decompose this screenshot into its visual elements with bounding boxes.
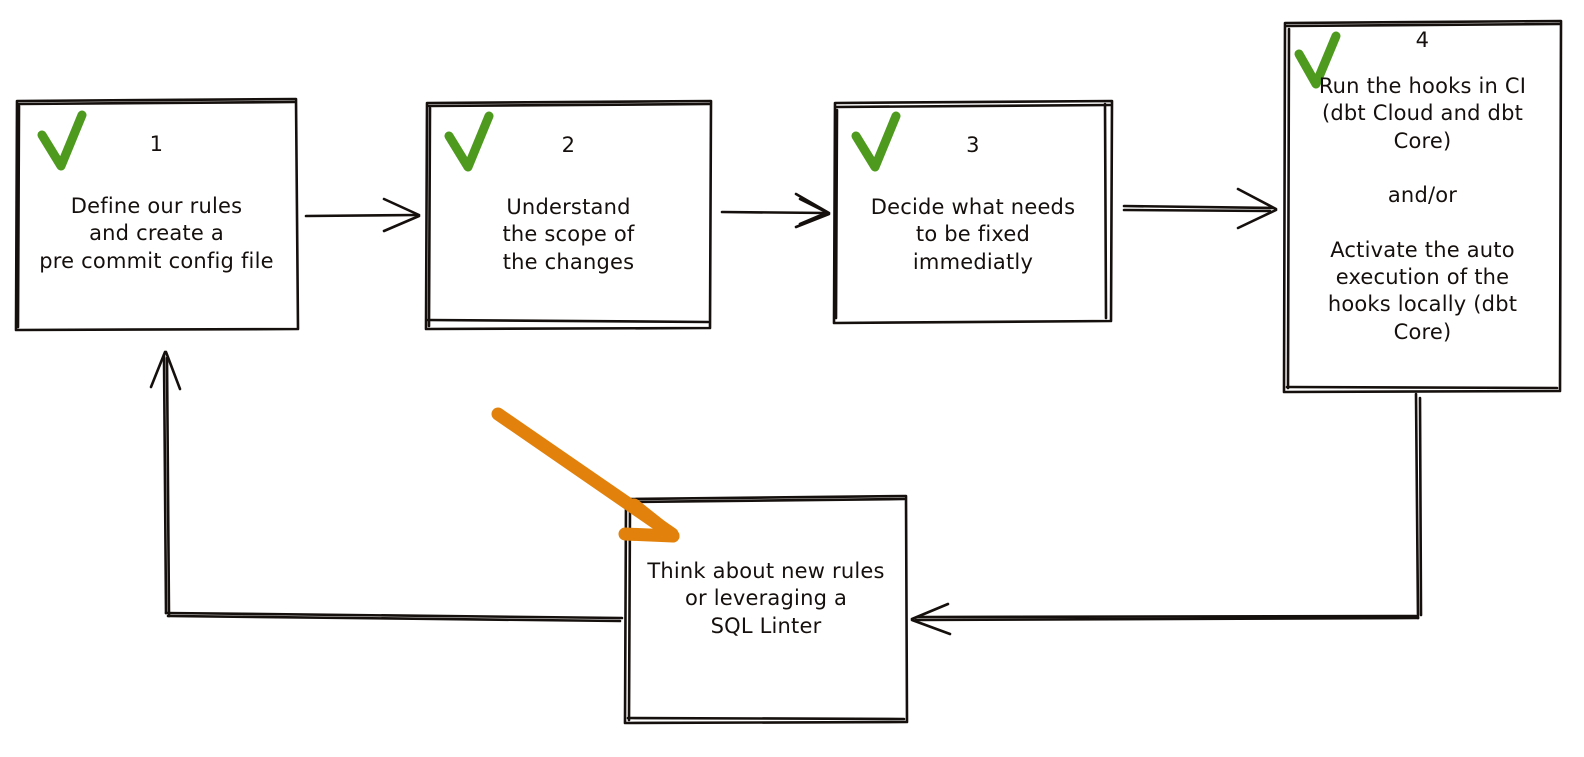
node-text: Understand the scope of the changes xyxy=(502,195,635,274)
node-new-rules-sql-linter[interactable]: Think about new rules or leveraging a SQ… xyxy=(624,496,908,723)
node-number: 2 xyxy=(561,133,576,157)
node-define-rules[interactable]: 1 Define our rules and create a pre comm… xyxy=(15,100,298,330)
node-text: Decide what needs to be fixed immediatly xyxy=(870,195,1076,274)
edge-3-4 xyxy=(1122,187,1278,230)
edge-5-1 xyxy=(149,350,624,623)
node-understand-scope[interactable]: 2 Understand the scope of the changes xyxy=(425,101,712,329)
node-number: 3 xyxy=(966,133,980,157)
node-number: 4 xyxy=(1415,28,1430,52)
edge-1-2 xyxy=(304,197,421,233)
node-text: Think about new rules or leveraging a SQ… xyxy=(647,559,885,638)
node-run-hooks-ci[interactable]: 4 Run the hooks in CI (dbt Cloud and dbt… xyxy=(1283,21,1562,392)
node-number: 1 xyxy=(149,132,164,156)
edge-2-3 xyxy=(720,192,831,229)
node-decide-fixes[interactable]: 3 Decide what needs to be fixed immediat… xyxy=(833,101,1113,323)
node-text: Define our rules and create a pre commit… xyxy=(39,194,274,273)
edge-4-5 xyxy=(910,392,1423,636)
node-text: Run the hooks in CI (dbt Cloud and dbt C… xyxy=(1318,74,1527,344)
